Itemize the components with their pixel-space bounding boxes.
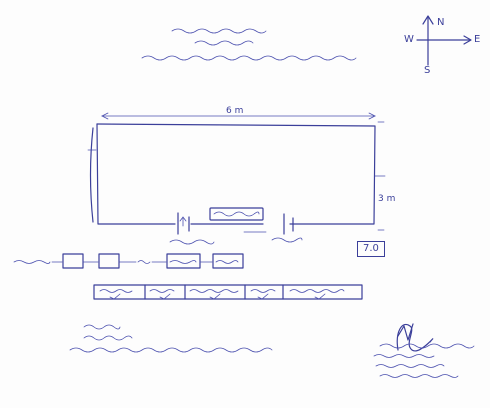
flow-diagram	[13, 253, 244, 269]
number-box-value: 7.0	[363, 243, 379, 254]
handwritten-table	[93, 284, 363, 300]
plot-rectangle	[87, 121, 386, 231]
compass-south-label: S	[424, 65, 431, 76]
compass-west-label: W	[404, 34, 414, 45]
circuit-elements	[169, 207, 303, 245]
plot-side-label: 3 m	[378, 194, 396, 204]
compass-east-label: E	[474, 34, 481, 45]
compass-icon	[416, 15, 472, 66]
plot-length-label: 6 m	[226, 106, 244, 116]
header-handwriting	[141, 28, 357, 61]
signature-stamp	[373, 323, 475, 378]
top-dimension	[101, 112, 376, 120]
compass-north-label: N	[437, 17, 445, 28]
number-box: 7.0	[357, 241, 385, 257]
footer-left-handwriting	[69, 324, 273, 353]
